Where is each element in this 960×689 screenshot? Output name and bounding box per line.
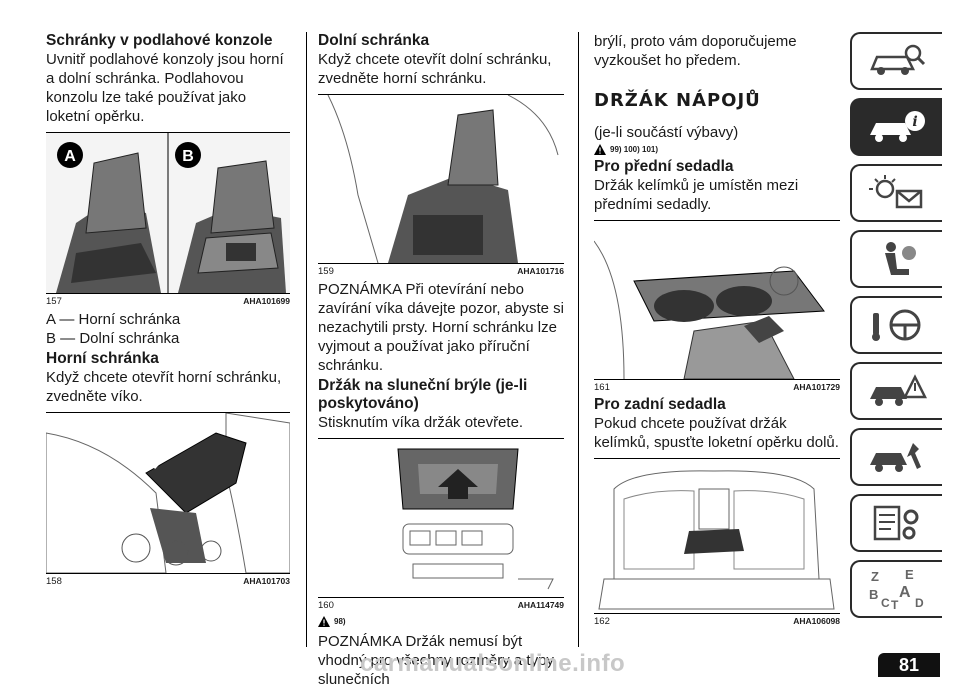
sunglasses-holder-illustration — [318, 439, 564, 597]
paragraph: Uvnitř podlahové konzoly jsou horní a do… — [46, 51, 284, 125]
paragraph: Když chcete otevřít dolní schránku, zved… — [318, 51, 552, 87]
figure-caption: 158 AHA101703 — [46, 576, 290, 587]
figure-160 — [318, 438, 564, 598]
tab-warning-lights[interactable] — [850, 164, 942, 222]
car-service-icon — [870, 443, 921, 472]
index-letter: C — [881, 596, 890, 610]
console-boxes-illustration: A B — [46, 133, 290, 293]
subtitle: (je-li součástí výbavy) — [594, 124, 739, 141]
figure-161 — [594, 220, 840, 380]
figure-code: AHA101703 — [243, 576, 290, 586]
figure-caption: 161 AHA101729 — [594, 382, 840, 393]
column-2: Dolní schránka Když chcete otevřít dolní… — [318, 32, 564, 689]
tab-car-warning[interactable] — [850, 362, 942, 420]
index-letter: T — [891, 598, 899, 611]
tab-airbag-seat[interactable] — [850, 230, 942, 288]
figure-157: A B — [46, 132, 290, 294]
warning-reference: 99) 100) 101) — [594, 142, 840, 156]
warning-numbers: 98) — [334, 616, 346, 626]
figure-caption: 160 AHA114749 — [318, 600, 564, 611]
steering-key-icon — [872, 309, 921, 341]
section-title: Držák na sluneční brýle (je-li poskytová… — [318, 377, 528, 412]
section-title: Dolní schránka — [318, 32, 430, 49]
section-title: Horní schránka — [46, 350, 159, 367]
figure-caption: 157 AHA101699 — [46, 296, 290, 307]
car-info-icon: i — [870, 111, 925, 142]
figure-code: AHA101699 — [243, 296, 290, 306]
column-1: Schránky v podlahové konzole Uvnitř podl… — [46, 32, 290, 590]
svg-text:i: i — [912, 114, 917, 130]
section-title: Pro zadní sedadla — [594, 396, 726, 413]
index-letter: D — [915, 596, 924, 610]
figure-caption: 159 AHA101716 — [318, 266, 564, 277]
figure-code: AHA114749 — [517, 600, 564, 610]
paragraph: brýlí, proto vám doporučujeme vyzkoušet … — [594, 33, 797, 69]
column-3: brýlí, proto vám doporučujeme vyzkoušet … — [594, 32, 840, 630]
warning-lights-icon — [869, 175, 923, 209]
chapter-tabs: i — [850, 32, 945, 626]
figure-number: 162 — [594, 616, 610, 627]
index-letter: E — [905, 567, 914, 582]
armrest-lid-illustration — [46, 413, 290, 573]
figure-number: 159 — [318, 266, 334, 277]
page-number: 81 — [878, 653, 940, 677]
figure-number: 160 — [318, 600, 334, 611]
paragraph: Držák kelímků je umístěn mezi předními s… — [594, 177, 799, 213]
column-divider — [306, 32, 307, 647]
watermark: carmanualsonline.info — [360, 650, 626, 677]
figure-number: 157 — [46, 296, 62, 307]
column-divider — [578, 32, 579, 647]
tab-index[interactable]: Z E B A C T D — [850, 560, 942, 618]
index-letters-icon: Z E B A C T D — [869, 567, 924, 611]
figure-number: 158 — [46, 576, 62, 587]
paragraph: Pokud chcete používat držák kelímků, spu… — [594, 415, 839, 451]
paragraph: Když chcete otevřít horní schránku, zved… — [46, 369, 282, 405]
car-warning-icon — [870, 374, 927, 406]
figure-158 — [46, 412, 290, 574]
legend-item: B — Dolní schránka — [46, 330, 180, 347]
figure-number: 161 — [594, 382, 610, 393]
car-search-icon — [870, 44, 926, 75]
warning-numbers: 99) 100) 101) — [610, 144, 659, 154]
chapter-title: DRŽÁK NÁPOJŮ — [594, 90, 761, 111]
airbag-seat-icon — [885, 242, 916, 275]
legend-item: A — Horní schránka — [46, 311, 181, 328]
warning-triangle-icon — [318, 615, 330, 627]
index-letter: B — [869, 587, 878, 602]
specs-gear-icon — [873, 505, 919, 541]
tab-car-service[interactable] — [850, 428, 942, 486]
rear-cupholder-illustration — [594, 459, 840, 613]
front-cupholder-illustration — [594, 221, 840, 379]
section-title: Schránky v podlahové konzole — [46, 32, 273, 49]
tab-car-info[interactable]: i — [850, 98, 942, 156]
index-letter: A — [899, 584, 911, 601]
warning-reference: 98) — [318, 614, 564, 628]
paragraph: Stisknutím víka držák otevřete. — [318, 414, 524, 431]
index-letter: Z — [871, 569, 879, 584]
figure-label-a: A — [64, 148, 76, 165]
figure-159 — [318, 94, 564, 264]
figure-code: AHA101716 — [517, 266, 564, 276]
figure-caption: 162 AHA106098 — [594, 616, 840, 627]
lower-box-illustration — [318, 95, 564, 263]
figure-label-b: B — [182, 148, 194, 165]
tab-steering-key[interactable] — [850, 296, 942, 354]
figure-code: AHA106098 — [793, 616, 840, 626]
figure-162 — [594, 458, 840, 614]
tab-specs[interactable] — [850, 494, 942, 552]
note-paragraph: POZNÁMKA Při otevírání nebo zavírání vík… — [318, 281, 564, 374]
warning-triangle-icon — [594, 143, 606, 155]
tab-car-search[interactable] — [850, 32, 942, 90]
figure-code: AHA101729 — [793, 382, 840, 392]
section-title: Pro přední sedadla — [594, 158, 734, 175]
